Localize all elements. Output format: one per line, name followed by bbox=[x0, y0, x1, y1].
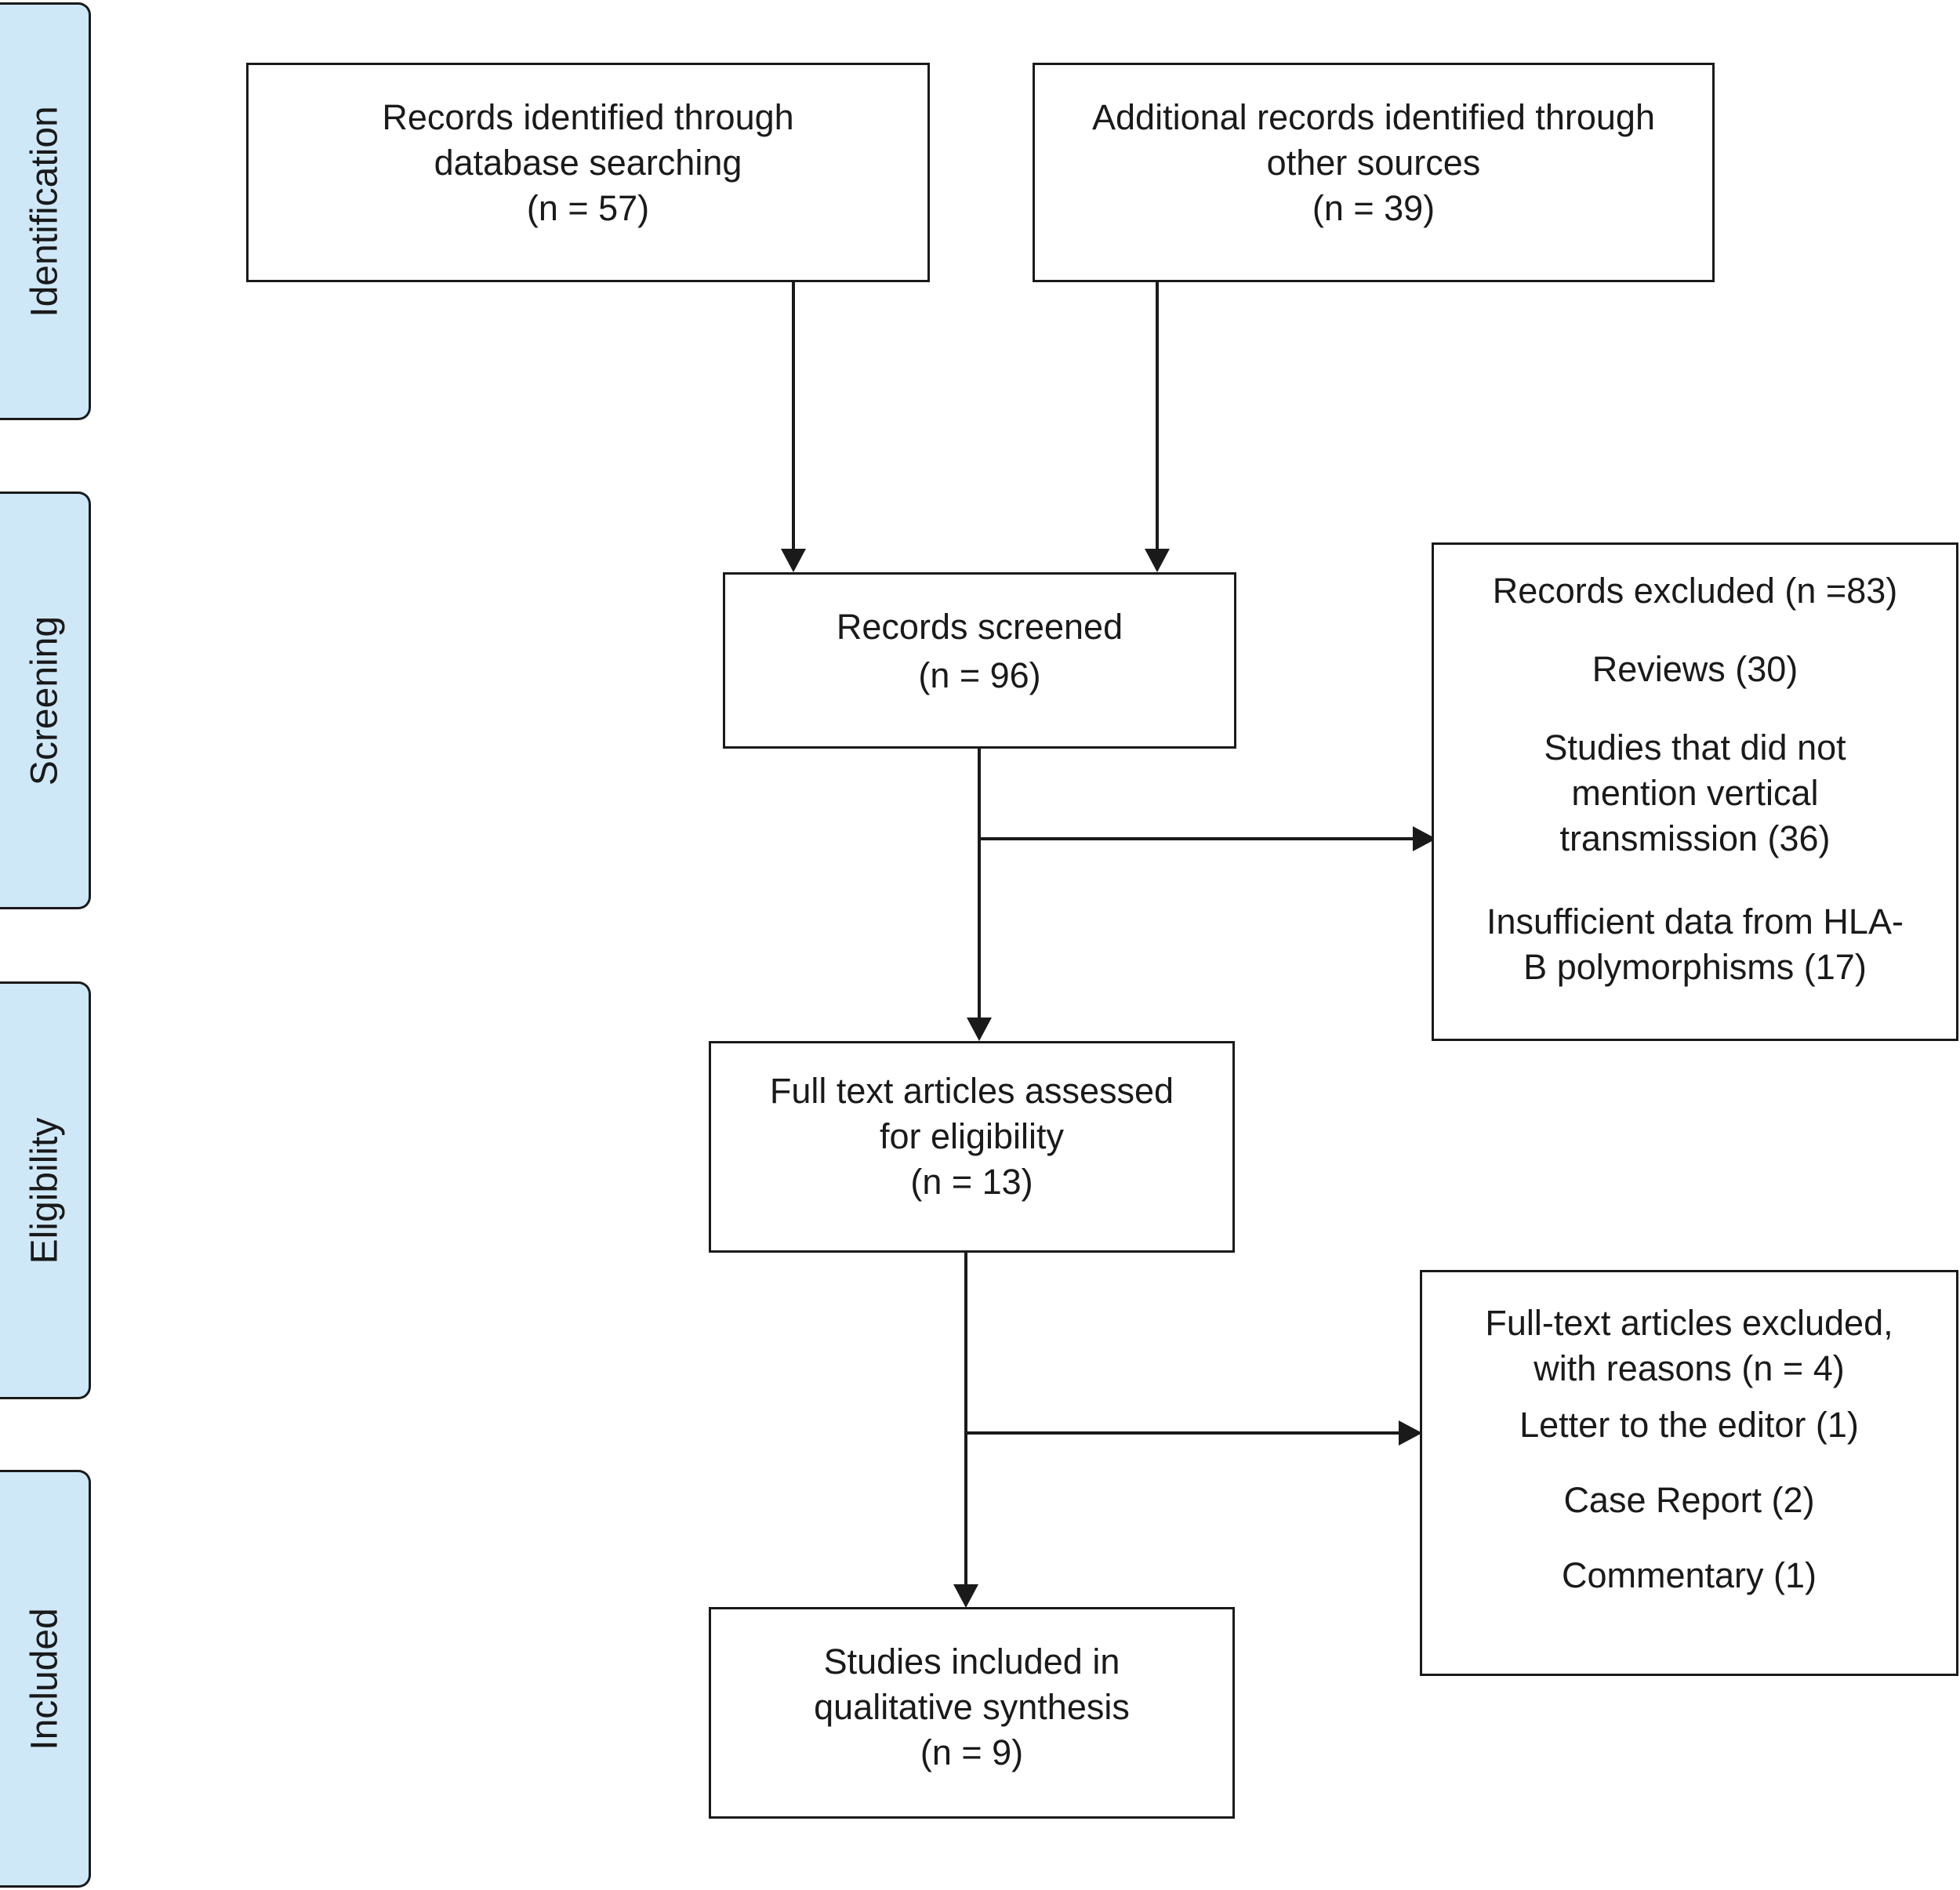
arrowhead-other bbox=[1145, 549, 1170, 572]
fulltext-excluded-box: Full-text articles excluded, with reason… bbox=[1420, 1270, 1958, 1676]
database-records-box: Records identified through database sear… bbox=[246, 63, 930, 282]
other-sources-line1: Additional records identified through bbox=[1092, 97, 1655, 137]
studies-included-box: Studies included in qualitative synthesi… bbox=[709, 1607, 1235, 1819]
fulltext-excluded-title-line2: with reasons (n = 4) bbox=[1534, 1348, 1845, 1388]
studies-included-count: (n = 9) bbox=[920, 1732, 1024, 1772]
fulltext-excluded-letter: Letter to the editor (1) bbox=[1519, 1405, 1859, 1445]
records-screened-label: Records screened bbox=[836, 607, 1123, 647]
fulltext-excluded-commentary: Commentary (1) bbox=[1561, 1555, 1817, 1595]
database-records-count: (n = 57) bbox=[526, 188, 650, 228]
arrowhead-included bbox=[953, 1584, 978, 1608]
studies-included-line2: qualitative synthesis bbox=[814, 1687, 1130, 1727]
other-sources-box: Additional records identified through ot… bbox=[1033, 63, 1715, 282]
records-excluded-reviews: Reviews (30) bbox=[1592, 649, 1798, 689]
records-excluded-studies-line3: transmission (36) bbox=[1559, 818, 1831, 858]
full-text-assessed-line1: Full text articles assessed bbox=[769, 1071, 1174, 1111]
arrowhead-fulltext bbox=[967, 1018, 992, 1041]
other-sources-count: (n = 39) bbox=[1312, 188, 1436, 228]
stage-included: Included bbox=[0, 1470, 91, 1888]
records-excluded-insufficient-line1: Insufficient data from HLA- bbox=[1486, 901, 1904, 941]
fulltext-excluded-case-report: Case Report (2) bbox=[1563, 1480, 1815, 1520]
records-screened-box: Records screened (n = 96) bbox=[723, 572, 1236, 749]
fulltext-excluded-title-line1: Full-text articles excluded, bbox=[1485, 1303, 1893, 1343]
database-records-line1: Records identified through bbox=[382, 97, 794, 137]
database-records-line2: database searching bbox=[434, 143, 742, 183]
stage-identification: Identification bbox=[0, 2, 91, 420]
studies-included-line1: Studies included in bbox=[823, 1642, 1120, 1681]
records-excluded-studies-line2: mention vertical bbox=[1571, 773, 1819, 813]
records-excluded-title: Records excluded (n =83) bbox=[1492, 571, 1898, 611]
stage-screening: Screening bbox=[0, 492, 91, 909]
other-sources-line2: other sources bbox=[1266, 143, 1481, 183]
full-text-assessed-box: Full text articles assessed for eligibil… bbox=[709, 1041, 1235, 1253]
arrowhead-database bbox=[781, 549, 806, 572]
stage-eligibility: Eligibility bbox=[0, 981, 91, 1399]
records-screened-count: (n = 96) bbox=[918, 655, 1041, 695]
arrowhead-records-excluded bbox=[1413, 826, 1436, 851]
records-excluded-box: Records excluded (n =83) Reviews (30) St… bbox=[1432, 542, 1958, 1041]
records-excluded-studies-line1: Studies that did not bbox=[1544, 727, 1846, 767]
arrowhead-fulltext-excluded bbox=[1399, 1420, 1422, 1446]
records-excluded-insufficient-line2: B polymorphisms (17) bbox=[1523, 947, 1867, 987]
full-text-assessed-line2: for eligibility bbox=[879, 1116, 1065, 1156]
full-text-assessed-count: (n = 13) bbox=[910, 1162, 1033, 1202]
